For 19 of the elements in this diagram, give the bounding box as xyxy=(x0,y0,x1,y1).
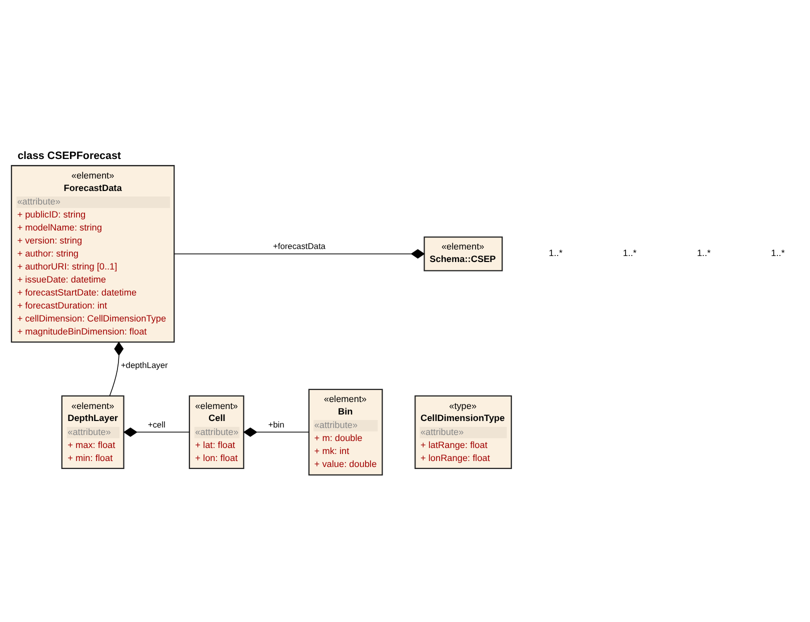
node-box: «element» DepthLayer «attribute» + max: float + min: float xyxy=(61,394,124,469)
node-box: «element» Cell «attribute» + lat: float + lon: float xyxy=(188,394,244,469)
connector xyxy=(123,426,190,436)
node-box: «type» CellDimensionType «attribute» + latRange: float + lonRange: float xyxy=(414,394,512,469)
edge-label: +cell xyxy=(148,418,166,429)
connector xyxy=(109,341,124,396)
label: 1..* xyxy=(696,248,711,258)
diagram-title: class CSEPForecast xyxy=(18,149,121,162)
label: 1..* xyxy=(548,248,563,258)
connector xyxy=(243,426,310,436)
node-box: «element» ForecastData «attribute» + publicID: string + modelName: string + version: string + author: string + authorURI: string [0..1] + issueDate: datetime + forecastStartDate: datetime + forecastDuration: int + cellDimension: CellDimensionType + magnitudeBinDimension: float xyxy=(10,164,175,342)
edge-label: +depthLayer xyxy=(120,359,168,370)
label: 1..* xyxy=(771,248,785,258)
node-box: «element» Bin «attribute» + m: double + mk: int + value: double xyxy=(308,388,383,476)
node-box: «element» Schema::CSEP xyxy=(424,236,503,271)
label: 1..* xyxy=(622,248,637,258)
connector xyxy=(174,248,425,258)
edge-label: +forecastData xyxy=(272,240,326,251)
edge-label: +bin xyxy=(268,418,284,429)
